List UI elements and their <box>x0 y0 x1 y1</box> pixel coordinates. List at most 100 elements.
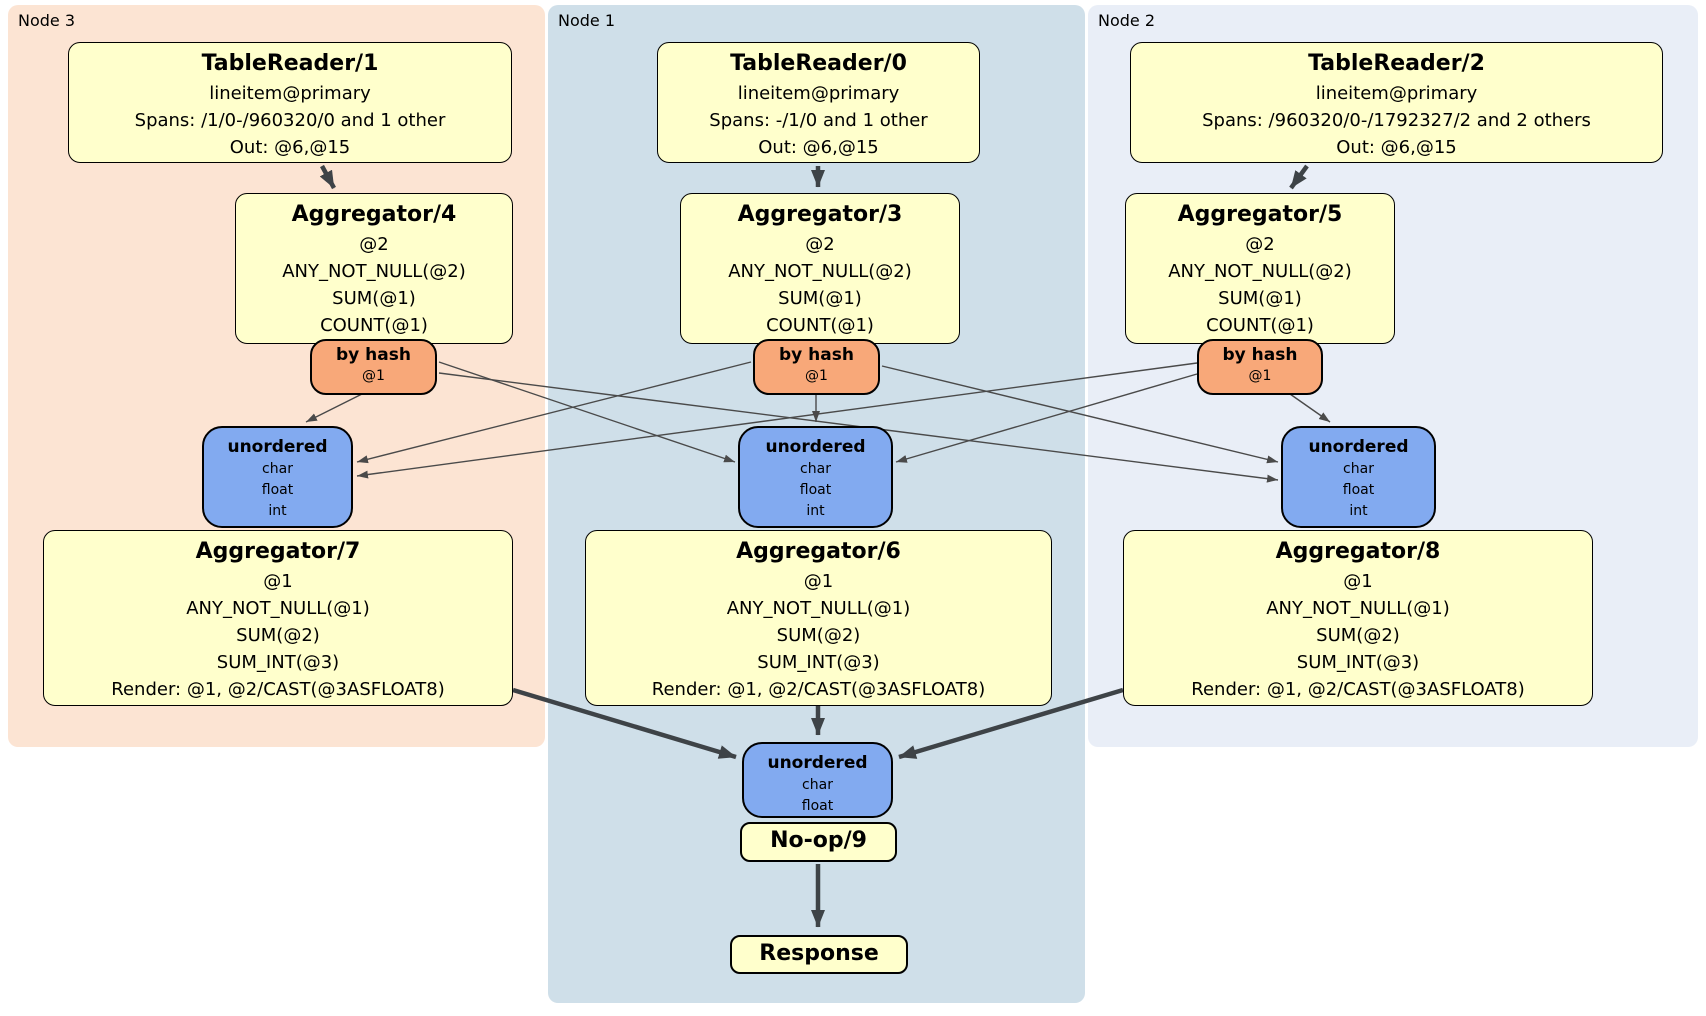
edge-tr1-agg4 <box>319 164 336 190</box>
edge-router3-sync3 <box>305 393 363 423</box>
node1-label: Node 1 <box>558 11 616 30</box>
aggregator-6-row: ANY_NOT_NULL(@1) <box>726 598 911 619</box>
edge-router2-sync3 <box>356 362 1198 479</box>
response-title: Response <box>759 941 879 966</box>
unordered-sync-node1-title: unordered <box>765 437 866 457</box>
noop-title: No-op/9 <box>770 828 867 853</box>
tablereader-2-spans: Spans: /960320/0-/1792327/2 and 2 others <box>1202 110 1591 131</box>
aggregator-7-box: Aggregator/7 @1 ANY_NOT_NULL(@1) SUM(@2)… <box>43 530 513 706</box>
edge-tr2-agg5 <box>1289 164 1309 190</box>
unordered-sync-final: unordered char float <box>742 742 893 818</box>
aggregator-8-row: @1 <box>1343 571 1373 592</box>
unordered-sync-node2-title: unordered <box>1308 437 1409 457</box>
aggregator-5-row: COUNT(@1) <box>1206 315 1314 336</box>
edge-agg7-finalsync <box>512 687 737 760</box>
tablereader-2-out: Out: @6,@15 <box>1336 137 1457 158</box>
hash-router-node3-title: by hash <box>336 345 411 365</box>
edge-router2-sync2 <box>1289 393 1331 423</box>
edge-router2-sync1 <box>895 373 1198 463</box>
aggregator-6-row: @1 <box>803 571 834 592</box>
hash-router-node1-title: by hash <box>779 345 854 365</box>
sync-type: float <box>1342 482 1375 498</box>
unordered-sync-final-title: unordered <box>767 753 868 773</box>
aggregator-4-row: @2 <box>359 234 389 255</box>
aggregator-3-row: COUNT(@1) <box>766 315 874 336</box>
aggregator-7-row: SUM_INT(@3) <box>216 652 340 673</box>
hash-router-node2-detail: @1 <box>1248 368 1272 384</box>
aggregator-7-render: Render: @1, @2/CAST(@3ASFLOAT8) <box>111 679 445 700</box>
aggregator-4-title: Aggregator/4 <box>291 202 457 227</box>
unordered-sync-node3: unordered char float int <box>202 426 353 528</box>
unordered-sync-node2: unordered char float int <box>1281 426 1436 528</box>
aggregator-5-box: Aggregator/5 @2 ANY_NOT_NULL(@2) SUM(@1)… <box>1125 193 1395 344</box>
aggregator-3-box: Aggregator/3 @2 ANY_NOT_NULL(@2) SUM(@1)… <box>680 193 960 344</box>
tablereader-2-index: lineitem@primary <box>1315 83 1478 104</box>
aggregator-6-box: Aggregator/6 @1 ANY_NOT_NULL(@1) SUM(@2)… <box>585 530 1052 706</box>
hash-router-node3-detail: @1 <box>362 368 385 384</box>
aggregator-6-render: Render: @1, @2/CAST(@3ASFLOAT8) <box>651 679 986 700</box>
aggregator-6-title: Aggregator/6 <box>736 539 901 564</box>
aggregator-8-row: SUM_INT(@3) <box>1296 652 1420 673</box>
sync-type: float <box>261 482 294 498</box>
unordered-sync-node3-title: unordered <box>227 437 328 457</box>
aggregator-3-row: SUM(@1) <box>778 288 862 309</box>
aggregator-5-row: SUM(@1) <box>1218 288 1302 309</box>
tablereader-0-out: Out: @6,@15 <box>758 137 879 158</box>
sync-type: char <box>802 777 833 793</box>
aggregator-3-title: Aggregator/3 <box>737 202 903 227</box>
aggregator-4-row: ANY_NOT_NULL(@2) <box>282 261 466 282</box>
hash-router-node1: by hash @1 <box>753 339 880 395</box>
aggregator-8-row: ANY_NOT_NULL(@1) <box>1266 598 1450 619</box>
sync-type: float <box>801 798 834 814</box>
aggregator-3-row: @2 <box>805 234 835 255</box>
edge-agg8-finalsync <box>898 687 1124 760</box>
aggregator-5-title: Aggregator/5 <box>1177 202 1343 227</box>
tablereader-1-title: TableReader/1 <box>201 51 379 76</box>
aggregator-8-render: Render: @1, @2/CAST(@3ASFLOAT8) <box>1191 679 1525 700</box>
sync-type: int <box>268 503 287 519</box>
sync-type: float <box>799 482 832 498</box>
hash-router-node3: by hash @1 <box>310 339 437 395</box>
hash-router-node2-title: by hash <box>1222 345 1298 365</box>
node2-label: Node 2 <box>1098 11 1156 30</box>
tablereader-1-spans: Spans: /1/0-/960320/0 and 1 other <box>134 110 446 131</box>
aggregator-7-row: @1 <box>263 571 293 592</box>
sync-type: char <box>262 461 293 477</box>
sync-type: int <box>1349 503 1368 519</box>
sync-type: int <box>806 503 825 519</box>
tablereader-1-index: lineitem@primary <box>209 83 371 104</box>
aggregator-7-row: SUM(@2) <box>236 625 320 646</box>
sync-type: char <box>1343 461 1374 477</box>
aggregator-5-row: @2 <box>1245 234 1275 255</box>
tablereader-0-box: TableReader/0 lineitem@primary Spans: -/… <box>657 42 980 163</box>
hash-router-node2: by hash @1 <box>1197 339 1323 395</box>
hash-router-node1-detail: @1 <box>805 368 828 384</box>
unordered-sync-node1: unordered char float int <box>738 426 893 528</box>
tablereader-1-box: TableReader/1 lineitem@primary Spans: /1… <box>68 42 512 163</box>
tablereader-0-spans: Spans: -/1/0 and 1 other <box>709 110 928 131</box>
noop-box: No-op/9 <box>740 822 897 862</box>
response-box: Response <box>730 935 908 974</box>
aggregator-6-row: SUM_INT(@3) <box>757 652 880 673</box>
edge-router1-sync2 <box>881 365 1279 464</box>
tablereader-0-title: TableReader/0 <box>730 51 907 76</box>
node3-label: Node 3 <box>18 11 76 30</box>
edge-router1-sync3 <box>356 361 752 464</box>
aggregator-8-box: Aggregator/8 @1 ANY_NOT_NULL(@1) SUM(@2)… <box>1123 530 1593 706</box>
tablereader-2-title: TableReader/2 <box>1308 51 1485 76</box>
tablereader-2-box: TableReader/2 lineitem@primary Spans: /9… <box>1130 42 1663 163</box>
aggregator-3-row: ANY_NOT_NULL(@2) <box>728 261 912 282</box>
aggregator-4-row: SUM(@1) <box>332 288 416 309</box>
tablereader-0-index: lineitem@primary <box>737 83 900 104</box>
tablereader-1-out: Out: @6,@15 <box>229 137 351 158</box>
aggregator-8-row: SUM(@2) <box>1316 625 1400 646</box>
aggregator-6-row: SUM(@2) <box>776 625 861 646</box>
aggregator-4-row: COUNT(@1) <box>320 315 428 336</box>
sync-type: char <box>800 461 831 477</box>
aggregator-4-box: Aggregator/4 @2 ANY_NOT_NULL(@2) SUM(@1)… <box>235 193 513 344</box>
aggregator-5-row: ANY_NOT_NULL(@2) <box>1168 261 1352 282</box>
aggregator-8-title: Aggregator/8 <box>1275 539 1441 564</box>
aggregator-7-row: ANY_NOT_NULL(@1) <box>186 598 370 619</box>
